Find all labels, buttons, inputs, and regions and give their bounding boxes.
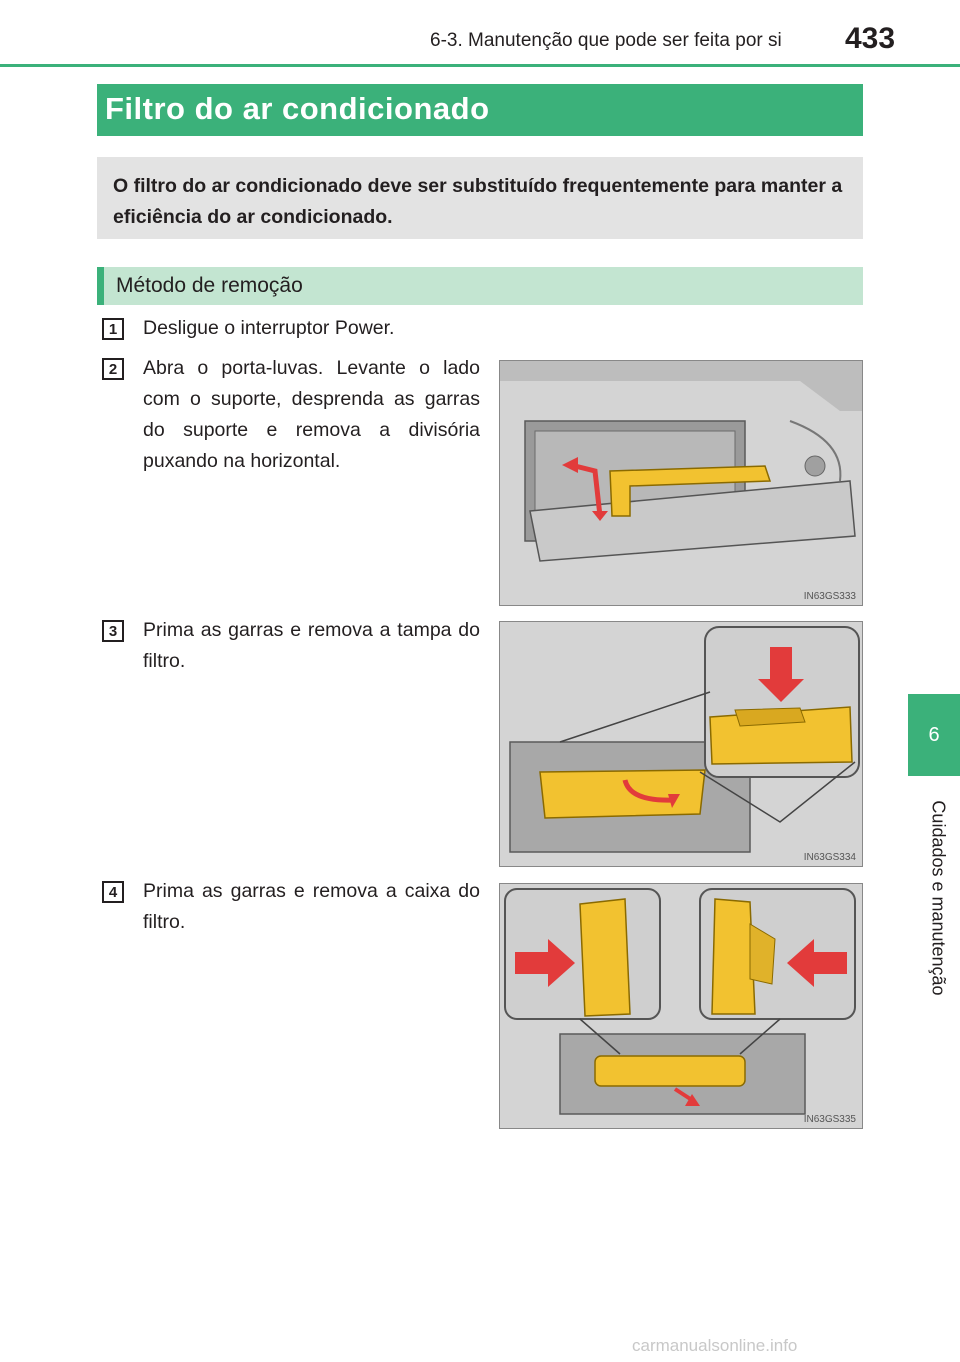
step-text-1: Desligue o interruptor Power.	[143, 317, 395, 339]
figure-code: IN63GS334	[803, 852, 856, 863]
step-number-3: 3	[102, 620, 124, 642]
section-title: 6-3. Manutenção que pode ser feita por s…	[430, 30, 782, 51]
chapter-number: 6	[928, 723, 940, 746]
subheading: Método de remoção	[116, 274, 303, 297]
chapter-title: Cuidados e manutenção	[928, 800, 949, 996]
step-text-4: Prima as garras e remova a caixa do filt…	[143, 880, 480, 933]
filter-case-illustration	[500, 884, 862, 1128]
intro-text: O filtro do ar condicionado deve ser sub…	[113, 175, 843, 228]
step-number-2: 2	[102, 358, 124, 380]
step-text-3: Prima as garras e remova a tampa do filt…	[143, 619, 480, 672]
header-rule	[0, 64, 960, 67]
step-number-1: 1	[102, 318, 124, 340]
step-number-4: 4	[102, 881, 124, 903]
page-title-bar: Filtro do ar condicionado	[97, 84, 863, 136]
figure-code: IN63GS335	[803, 1114, 856, 1125]
step-text-2: Abra o porta-luvas. Levante o lado com o…	[143, 357, 480, 472]
intro-box: O filtro do ar condicionado deve ser sub…	[97, 157, 863, 239]
figure-filter-case: IN63GS335	[499, 883, 863, 1129]
filter-cover-illustration	[500, 622, 862, 866]
figure-filter-cover: IN63GS334	[499, 621, 863, 867]
figure-code: IN63GS333	[803, 591, 856, 602]
chapter-tab: 6	[908, 694, 960, 776]
glovebox-divider-illustration	[500, 361, 862, 605]
footer-watermark: carmanualsonline.info	[632, 1336, 798, 1355]
page-title: Filtro do ar condicionado	[105, 91, 490, 126]
page-number: 433	[845, 22, 896, 55]
subheading-bar: Método de remoção	[97, 267, 863, 305]
figure-glovebox-divider: IN63GS333	[499, 360, 863, 606]
